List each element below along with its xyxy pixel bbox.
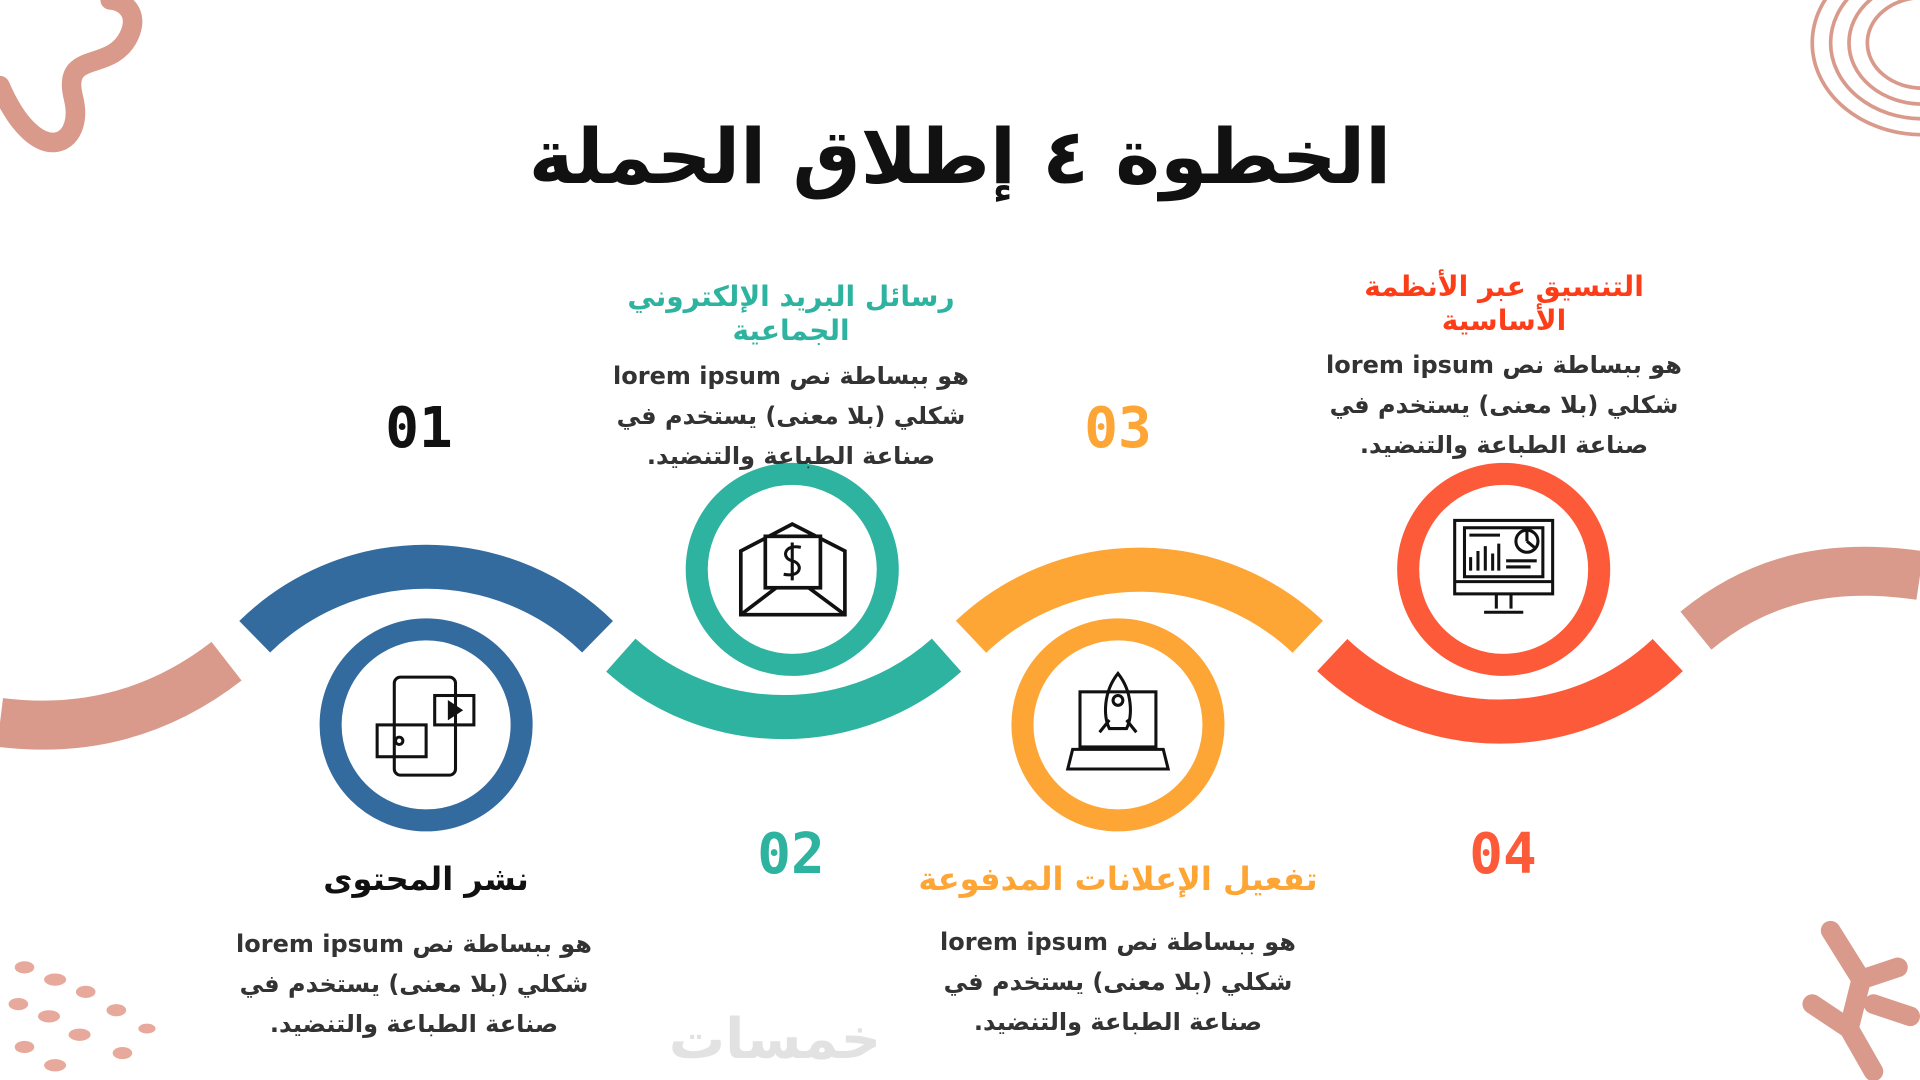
step-circle-3 xyxy=(1011,618,1225,832)
body-line: هو ببساطة نص lorem ipsum xyxy=(1326,351,1682,379)
body-line: صناعة الطباعة والتنضيد. xyxy=(973,1008,1263,1036)
body-line: شكلي (بلا معنى) يستخدم في xyxy=(943,968,1293,996)
step-number-1: 01 xyxy=(385,396,453,461)
body-line: شكلي (بلا معنى) يستخدم في xyxy=(239,970,589,998)
money-envelope-icon xyxy=(738,522,847,617)
wave-pink-right xyxy=(1680,546,1920,650)
body-line: صناعة الطباعة والتنضيد. xyxy=(269,1010,559,1038)
step-3-heading: تفعيل الإعلانات المدفوعة xyxy=(918,860,1318,898)
step-number-4: 04 xyxy=(1469,822,1537,887)
corner-dots xyxy=(8,961,156,1072)
heading-line: الأساسية xyxy=(1441,304,1567,337)
heading-line: الجماعية xyxy=(732,314,850,347)
body-line: هو ببساطة نص lorem ipsum xyxy=(940,928,1296,956)
body-line: شكلي (بلا معنى) يستخدم في xyxy=(1329,391,1679,419)
mobile-video-icon xyxy=(375,675,476,777)
step-number-2: 02 xyxy=(757,822,825,887)
corner-coral xyxy=(1802,920,1920,1080)
step-4-heading: التنسيق عبر الأنظمة الأساسية xyxy=(1364,270,1644,338)
monitor-analytics-icon xyxy=(1453,518,1555,614)
heading-line: التنسيق عبر الأنظمة xyxy=(1364,270,1644,303)
wave-arc-blue xyxy=(239,544,613,653)
step-4-body: هو ببساطة نص lorem ipsum شكلي (بلا معنى)… xyxy=(1326,345,1682,465)
wave-arc-red xyxy=(1317,638,1683,744)
wave-pink-left xyxy=(0,641,242,750)
step-number-3: 03 xyxy=(1084,396,1152,461)
rocket-laptop-icon xyxy=(1065,671,1171,771)
step-circle-4 xyxy=(1397,462,1611,676)
body-line: هو ببساطة نص lorem ipsum xyxy=(236,930,592,958)
heading-line: رسائل البريد الإلكتروني xyxy=(627,280,955,313)
step-3-body: هو ببساطة نص lorem ipsum شكلي (بلا معنى)… xyxy=(940,922,1296,1042)
body-line: صناعة الطباعة والتنضيد. xyxy=(1359,431,1649,459)
step-2-heading: رسائل البريد الإلكتروني الجماعية xyxy=(627,280,954,348)
body-line: هو ببساطة نص lorem ipsum xyxy=(613,362,969,390)
step-2-body: هو ببساطة نص lorem ipsum شكلي (بلا معنى)… xyxy=(613,356,969,476)
step-1-heading: نشر المحتوى xyxy=(323,860,529,898)
corner-rings xyxy=(1810,0,1920,137)
page-title: الخطوة ٤ إطلاق الحملة xyxy=(528,112,1392,201)
body-line: صناعة الطباعة والتنضيد. xyxy=(646,442,936,470)
body-line: شكلي (بلا معنى) يستخدم في xyxy=(616,402,966,430)
step-1-body: هو ببساطة نص lorem ipsum شكلي (بلا معنى)… xyxy=(236,924,592,1044)
wave-arc-teal xyxy=(606,638,962,740)
watermark: خمسات xyxy=(668,1007,882,1072)
wave-arc-orange xyxy=(955,547,1323,653)
corner-squiggle xyxy=(0,0,143,153)
